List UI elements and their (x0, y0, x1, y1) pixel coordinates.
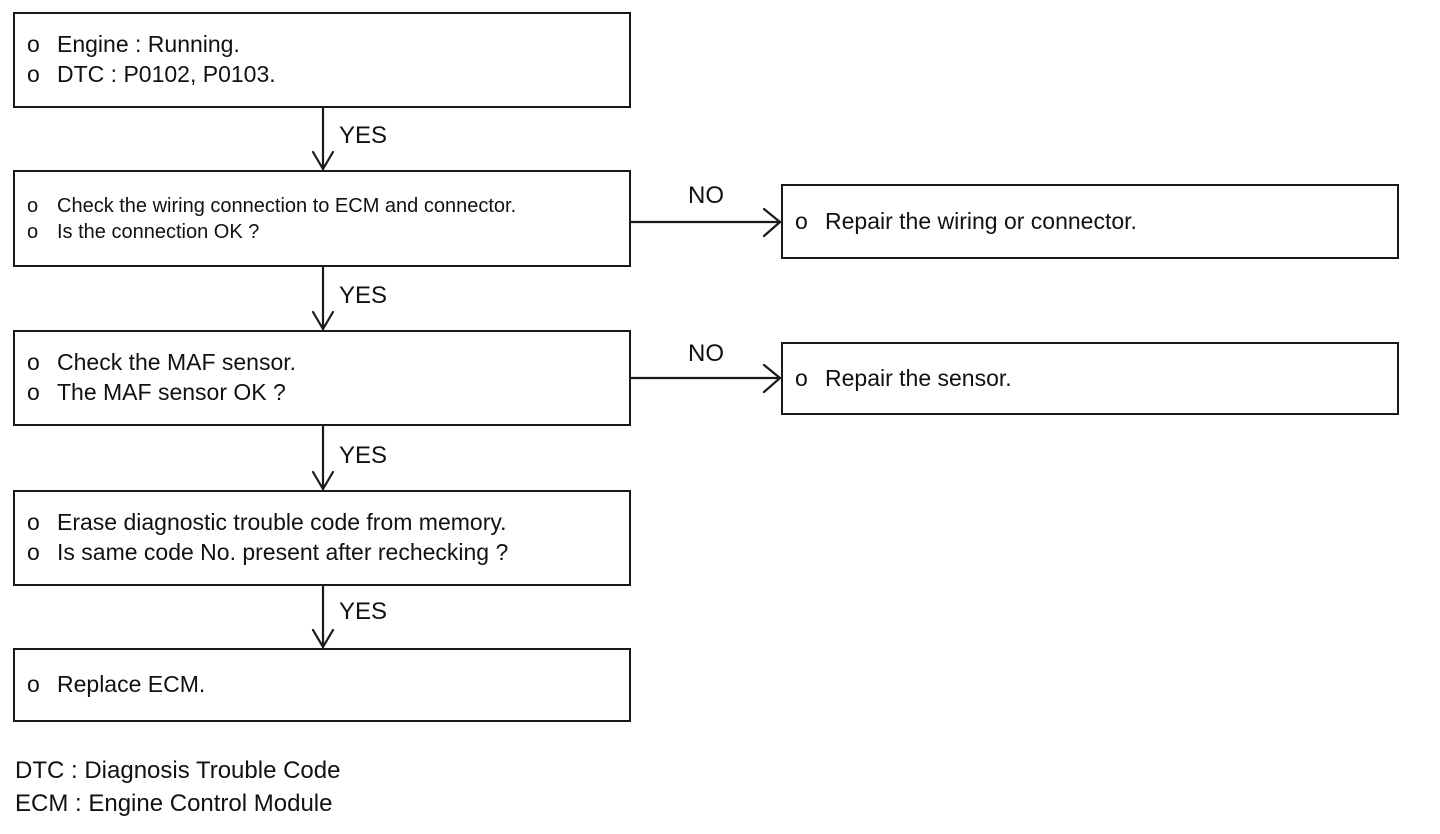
step-check-wiring-box: o Check the wiring connection to ECM and… (13, 170, 631, 267)
edge-label-yes: YES (339, 442, 388, 469)
arrow-no-1 (629, 207, 782, 238)
bullet-marker: o (27, 61, 40, 87)
legend-item-ecm: ECM : Engine Control Module (15, 790, 333, 817)
step-check-maf-sensor-box: o Check the MAF sensor. o The MAF sensor… (13, 330, 631, 426)
step-line: o DTC : P0102, P0103. (27, 60, 629, 90)
bullet-marker: o (27, 194, 39, 217)
step-line: o Erase diagnostic trouble code from mem… (27, 508, 629, 538)
repair-line: o Repair the wiring or connector. (795, 207, 1397, 237)
step-line: o Is same code No. present after recheck… (27, 538, 629, 568)
step-text: The MAF sensor OK ? (57, 379, 286, 405)
bullet-marker: o (27, 31, 40, 58)
step-text: Check the wiring connection to ECM and c… (57, 194, 517, 217)
bullet-marker: o (795, 207, 808, 234)
bullet-marker: o (27, 379, 40, 405)
repair-text: Repair the wiring or connector. (825, 207, 1137, 234)
arrow-no-2 (629, 363, 782, 394)
edge-label-yes: YES (339, 282, 388, 309)
edge-label-yes: YES (339, 122, 388, 149)
step-text: Replace ECM. (57, 671, 206, 698)
step-line: o Engine : Running. (27, 30, 629, 60)
legend-item-dtc: DTC : Diagnosis Trouble Code (15, 757, 341, 784)
bullet-marker: o (27, 349, 40, 376)
step-replace-ecm-box: o Replace ECM. (13, 648, 631, 722)
bullet-marker: o (27, 539, 40, 565)
step-text: Erase diagnostic trouble code from memor… (57, 509, 507, 536)
bullet-marker: o (27, 220, 39, 243)
step-engine-running-box: o Engine : Running. o DTC : P0102, P0103… (13, 12, 631, 108)
edge-label-no: NO (688, 340, 724, 367)
bullet-marker: o (795, 364, 808, 391)
step-line: o The MAF sensor OK ? (27, 378, 629, 408)
arrow-yes-3 (311, 424, 335, 491)
bullet-marker: o (27, 509, 40, 536)
arrow-yes-1 (311, 106, 335, 171)
edge-label-no: NO (688, 182, 724, 209)
step-line: o Check the MAF sensor. (27, 348, 629, 378)
repair-line: o Repair the sensor. (795, 364, 1397, 394)
step-text: Engine : Running. (57, 31, 240, 58)
repair-sensor-box: o Repair the sensor. (781, 342, 1399, 415)
edge-label-yes: YES (339, 598, 388, 625)
bullet-marker: o (27, 671, 40, 698)
arrow-yes-4 (311, 584, 335, 649)
step-line: o Replace ECM. (27, 670, 629, 700)
repair-text: Repair the sensor. (825, 364, 1012, 391)
abbreviation-legend: DTC : Diagnosis Trouble Code ECM : Engin… (15, 754, 340, 820)
step-text: DTC : P0102, P0103. (57, 61, 276, 87)
step-line: o Check the wiring connection to ECM and… (27, 193, 629, 219)
step-line: o Is the connection OK ? (27, 219, 629, 245)
arrow-yes-2 (311, 265, 335, 331)
step-text: Is the connection OK ? (57, 220, 260, 243)
step-erase-dtc-box: o Erase diagnostic trouble code from mem… (13, 490, 631, 586)
step-text: Check the MAF sensor. (57, 349, 297, 376)
step-text: Is same code No. present after recheckin… (57, 539, 509, 565)
repair-wiring-box: o Repair the wiring or connector. (781, 184, 1399, 259)
